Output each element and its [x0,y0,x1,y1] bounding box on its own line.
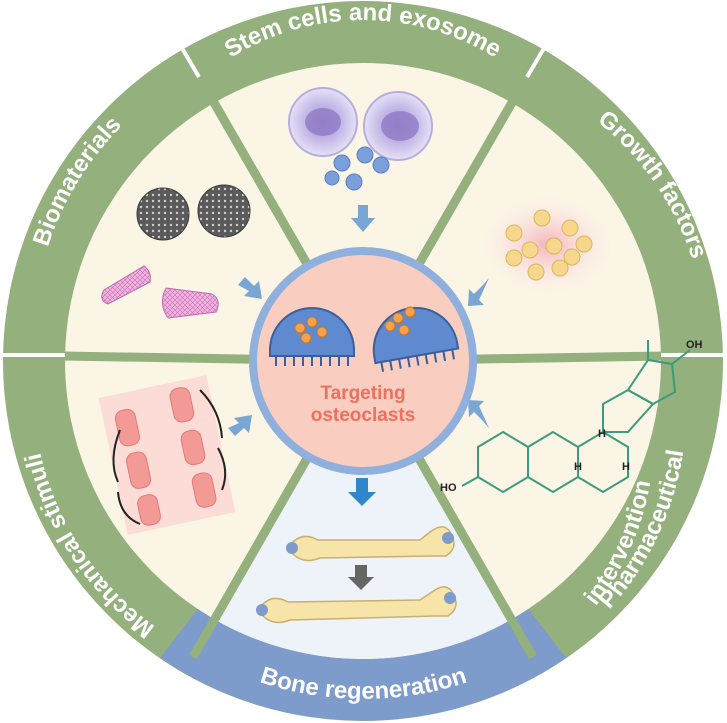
growth-factors-illustration [484,197,612,293]
center-label: Targeting osteoclasts [311,383,416,426]
center-label-line2: osteoclasts [311,405,416,426]
h-label-right: H [622,461,630,473]
oh-label: OH [686,339,703,351]
ho-label: HO [440,482,457,494]
bone-joint-caps [256,532,456,616]
center-circle [249,247,477,475]
biomaterials-illustration [101,184,251,319]
steroid-molecule [461,340,691,494]
osteoclast-cells [269,306,460,373]
molecule-labels: OH HO H H H [440,339,703,494]
down-arrow-blue [348,478,376,506]
stem-cells-illustration [288,87,433,191]
down-arrow-gray [348,565,374,590]
mechanical-stimuli-illustration [98,375,236,535]
h-label-top: H [598,428,606,440]
h-label-left: H [574,461,582,473]
inward-arrows [228,205,489,436]
bone-sector-bg [214,361,512,659]
center-label-line1: Targeting [320,383,405,404]
outer-ring-gaps [1,36,725,357]
